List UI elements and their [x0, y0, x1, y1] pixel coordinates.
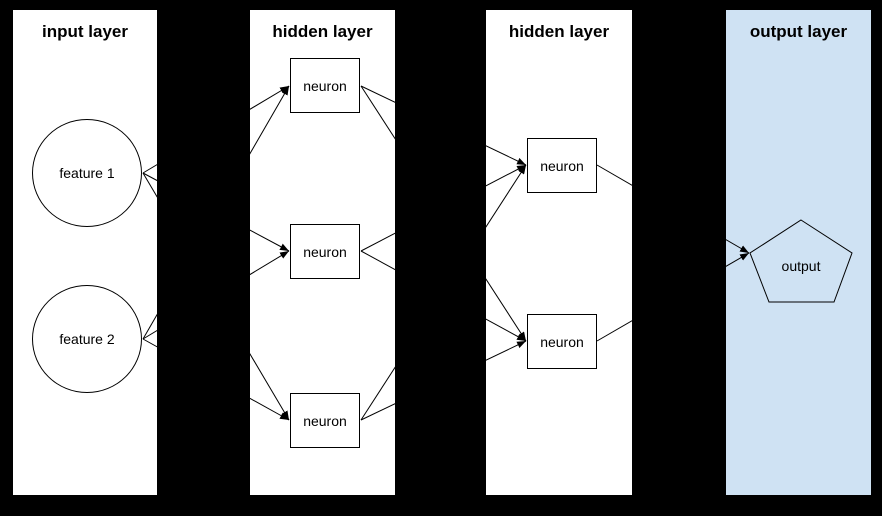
node-hidden1-neuron-1-label: neuron [303, 77, 347, 94]
panel-output-layer: output layer [726, 10, 871, 495]
node-feature-1: feature 1 [32, 119, 142, 227]
output-layer-title: output layer [749, 22, 848, 41]
node-hidden2-neuron-2-label: neuron [540, 333, 584, 350]
node-feature-2: feature 2 [32, 285, 142, 393]
hidden-layer-2-title: hidden layer [508, 22, 610, 41]
node-output-label: output [781, 258, 821, 274]
node-feature-2-label: feature 2 [59, 331, 115, 347]
panel-input-layer: input layer [13, 10, 157, 495]
node-hidden1-neuron-3-label: neuron [303, 412, 347, 429]
node-hidden1-neuron-2-label: neuron [303, 243, 347, 260]
input-layer-title: input layer [42, 22, 128, 41]
node-output: output [761, 256, 841, 276]
node-hidden1-neuron-2: neuron [290, 224, 360, 279]
panel-hidden-layer-2: hidden layer [486, 10, 632, 495]
node-hidden2-neuron-1: neuron [527, 138, 597, 193]
node-feature-1-label: feature 1 [59, 165, 115, 181]
hidden-layer-1-title: hidden layer [272, 22, 373, 41]
node-hidden1-neuron-3: neuron [290, 393, 360, 448]
node-hidden1-neuron-1: neuron [290, 58, 360, 113]
node-hidden2-neuron-1-label: neuron [540, 157, 584, 174]
node-hidden2-neuron-2: neuron [527, 314, 597, 369]
edges-group [142, 85, 750, 421]
